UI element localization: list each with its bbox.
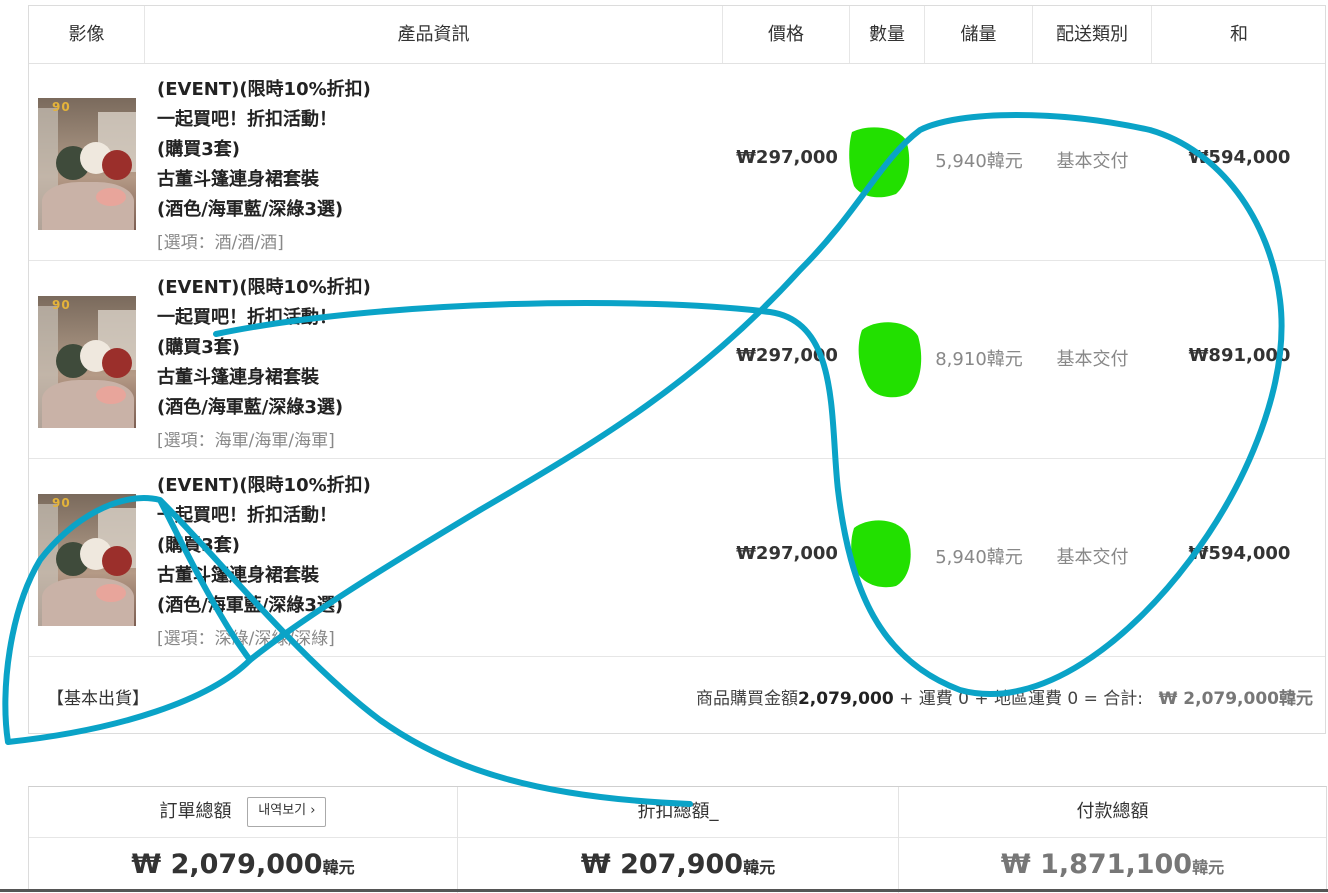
payment-total-amount: 1,871,100	[1040, 849, 1193, 880]
product-title-line[interactable]: 一起買吧！折扣活動！	[157, 307, 337, 328]
product-option: [選項：酒/酒/酒]	[157, 233, 284, 253]
currency-unit: 韓元	[322, 858, 355, 877]
product-title-line[interactable]: 一起買吧！折扣活動！	[157, 505, 337, 526]
view-details-button[interactable]: 내역보기 ›	[247, 797, 327, 827]
product-points: 5,940韓元	[935, 151, 1023, 172]
product-option: [選項：海軍/海軍/海軍]	[157, 431, 335, 451]
product-points: 8,910韓元	[935, 349, 1023, 370]
cart-footer: 【基本出貨】 商品購買金額2,079,000 + 運費 0 + 地區運費 0 =…	[29, 657, 1325, 733]
product-title-line[interactable]: 一起買吧！折扣活動！	[157, 109, 337, 130]
header-price: 價格	[723, 6, 850, 63]
header-shipping: 配送類別	[1033, 6, 1152, 63]
thumbnail-logo: 90	[52, 100, 71, 114]
product-title-line[interactable]: (購買3套)	[157, 139, 240, 160]
product-shipping-type: 基本交付	[1056, 151, 1129, 172]
product-option: [選項：深綠/深綠/深綠]	[157, 629, 335, 649]
product-price: ₩297,000	[736, 345, 838, 366]
product-shipping-type: 基本交付	[1056, 349, 1129, 370]
header-product-info: 產品資訊	[145, 6, 723, 63]
product-title-line[interactable]: (EVENT)(限時10%折扣)	[157, 277, 371, 298]
shipping-group-label: 【基本出貨】	[47, 689, 149, 709]
discount-total-column: 折扣總額_ ₩ 207,900韓元	[458, 787, 899, 893]
formula-prefix: 商品購買金額	[695, 689, 798, 709]
order-total-header: 訂單總額 내역보기 ›	[29, 787, 457, 838]
product-title-line[interactable]: 古董斗篷連身裙套裝	[157, 565, 319, 586]
product-price: ₩297,000	[736, 147, 838, 168]
payment-total-label: 付款總額	[899, 787, 1326, 838]
product-sum: ₩891,000	[1188, 345, 1291, 366]
header-sum: 和	[1230, 24, 1248, 45]
order-total-amount: 2,079,000	[170, 849, 323, 880]
cart-table: 影像 產品資訊 價格 數量 儲量 配送類別 和 90 (EVENT)(限時10%…	[28, 5, 1326, 734]
product-title-line[interactable]: 古董斗篷連身裙套裝	[157, 169, 319, 190]
product-quantity: 2	[882, 543, 893, 563]
table-row: 90 (EVENT)(限時10%折扣) 一起買吧！折扣活動！ (購買3套) 古董…	[29, 63, 1325, 261]
currency-symbol: ₩	[1000, 849, 1041, 880]
product-title-line[interactable]: (酒色/海軍藍/深綠3選)	[157, 199, 344, 220]
discount-total-label: 折扣總額_	[458, 787, 898, 838]
header-points: 儲量	[925, 6, 1033, 63]
product-info: (EVENT)(限時10%折扣) 一起買吧！折扣活動！ (購買3套) 古董斗篷連…	[157, 75, 587, 259]
payment-total-column: 付款總額 ₩ 1,871,100韓元	[899, 787, 1326, 893]
payment-total-value: ₩ 1,871,100韓元	[899, 849, 1326, 880]
discount-total-amount: 207,900	[620, 849, 744, 880]
order-total-column: 訂單總額 내역보기 › ₩ 2,079,000韓元	[29, 787, 458, 893]
table-row: 90 (EVENT)(限時10%折扣) 一起買吧！折扣活動！ (購買3套) 古董…	[29, 261, 1325, 459]
page-bottom-border	[0, 889, 1328, 892]
product-points: 5,940韓元	[935, 547, 1023, 568]
table-row: 90 (EVENT)(限時10%折扣) 一起買吧！折扣活動！ (購買3套) 古董…	[29, 459, 1325, 657]
product-title-line[interactable]: (酒色/海軍藍/深綠3選)	[157, 595, 344, 616]
product-title-line[interactable]: (購買3套)	[157, 535, 240, 556]
header-image: 影像	[29, 6, 145, 63]
product-quantity: 3	[882, 345, 893, 365]
subtotal-formula: 商品購買金額2,079,000 + 運費 0 + 地區運費 0 = 合計:	[696, 684, 1143, 709]
thumbnail-logo: 90	[52, 298, 71, 312]
product-title-line[interactable]: (購買3套)	[157, 337, 240, 358]
cart-table-header: 影像 產品資訊 價格 數量 儲量 配送類別 和	[29, 6, 1325, 64]
order-totals: 訂單總額 내역보기 › ₩ 2,079,000韓元 折扣總額_ ₩ 207,90…	[28, 786, 1327, 893]
currency-symbol: ₩	[131, 849, 171, 880]
product-thumbnail[interactable]: 90	[38, 98, 136, 230]
product-title-line[interactable]: 古董斗篷連身裙套裝	[157, 367, 319, 388]
product-title-line[interactable]: (EVENT)(限時10%折扣)	[157, 475, 371, 496]
formula-amount: 2,079,000	[797, 689, 894, 709]
product-info: (EVENT)(限時10%折扣) 一起買吧！折扣活動！ (購買3套) 古董斗篷連…	[157, 471, 587, 655]
product-sum: ₩594,000	[1188, 147, 1291, 168]
order-total-value: ₩ 2,079,000韓元	[29, 849, 457, 880]
product-thumbnail[interactable]: 90	[38, 494, 136, 626]
product-sum: ₩594,000	[1188, 543, 1291, 564]
product-title-line[interactable]: (酒色/海軍藍/深綠3選)	[157, 397, 344, 418]
order-total-label: 訂單總額	[159, 801, 232, 822]
currency-symbol: ₩	[580, 849, 621, 880]
product-thumbnail[interactable]: 90	[38, 296, 136, 428]
formula-rest: + 運費 0 + 地區運費 0 = 合計:	[893, 689, 1143, 709]
thumbnail-logo: 90	[52, 496, 71, 510]
currency-unit: 韓元	[743, 858, 776, 877]
discount-total-value: ₩ 207,900韓元	[458, 849, 898, 880]
product-price: ₩297,000	[736, 543, 838, 564]
product-quantity: 2	[882, 147, 893, 167]
product-title-line[interactable]: (EVENT)(限時10%折扣)	[157, 79, 371, 100]
cart-grand-total: ₩ 2,079,000韓元	[1158, 689, 1313, 709]
product-info: (EVENT)(限時10%折扣) 一起買吧！折扣活動！ (購買3套) 古董斗篷連…	[157, 273, 587, 457]
product-shipping-type: 基本交付	[1056, 547, 1129, 568]
currency-unit: 韓元	[1192, 858, 1225, 877]
header-quantity: 數量	[850, 6, 925, 63]
